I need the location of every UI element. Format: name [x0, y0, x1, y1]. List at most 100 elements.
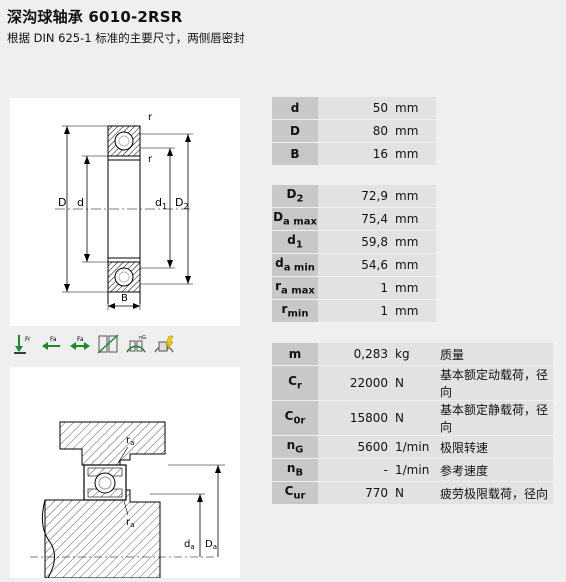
- symbol-subscript: min: [287, 308, 309, 320]
- symbol-text: C: [284, 409, 294, 424]
- symbol-text: D: [290, 124, 300, 138]
- value-cell: 5600: [318, 436, 391, 458]
- symbol-cell: d1: [272, 231, 318, 253]
- label-B: B: [121, 293, 128, 304]
- symbol-cell: D: [272, 120, 318, 142]
- symbol-subscript: 0r: [293, 415, 306, 427]
- property-icons: Fr Fa Fa nG: [12, 332, 176, 356]
- symbol-text: r: [275, 279, 282, 294]
- unit-cell: mm: [391, 231, 436, 253]
- label-ra-top: ra: [126, 435, 134, 447]
- unit-cell: mm: [391, 143, 436, 165]
- value-cell: -: [318, 459, 391, 481]
- value-cell: 54,6: [318, 254, 391, 276]
- symbol-subscript: ur: [293, 490, 306, 502]
- symbol-cell: C0r: [272, 401, 318, 435]
- symbol-cell: D2: [272, 185, 318, 207]
- unit-cell: mm: [391, 97, 436, 119]
- symbol-text: m: [288, 347, 302, 361]
- speed-icon: nG: [126, 335, 146, 353]
- axial-load-left-icon: Fa: [42, 336, 60, 350]
- unit-cell: mm: [391, 300, 436, 322]
- label-d1: d1: [155, 196, 167, 211]
- unit-cell: mm: [391, 185, 436, 207]
- symbol-cell: nB: [272, 459, 318, 481]
- value-cell: 50: [318, 97, 391, 119]
- description-cell: 参考速度: [436, 459, 553, 481]
- unit-cell: mm: [391, 277, 436, 299]
- symbol-cell: B: [272, 143, 318, 165]
- symbol-cell: rmin: [272, 300, 318, 322]
- value-cell: 59,8: [318, 231, 391, 253]
- misalignment-icon: [97, 334, 119, 354]
- unit-cell: mm: [391, 120, 436, 142]
- axial-load-both-icon: Fa: [70, 336, 90, 350]
- value-cell: 15800: [318, 401, 391, 435]
- description-cell: 基本额定静载荷，径向: [436, 401, 553, 435]
- unit-cell: 1/min: [391, 459, 436, 481]
- symbol-subscript: a max: [283, 216, 317, 228]
- symbol-subscript: 1: [295, 239, 303, 251]
- unit-cell: N: [391, 366, 436, 400]
- symbol-cell: d: [272, 97, 318, 119]
- symbol-subscript: B: [295, 467, 304, 479]
- description-cell: 极限转速: [436, 436, 553, 458]
- symbol-text: D: [286, 187, 297, 202]
- description-cell: 质量: [436, 343, 553, 365]
- symbol-subscript: a min: [283, 262, 315, 274]
- label-r-mid: r: [148, 154, 153, 165]
- radial-load-icon: Fr: [14, 335, 31, 354]
- unit-cell: N: [391, 482, 436, 504]
- unit-cell: 1/min: [391, 436, 436, 458]
- value-cell: 22000: [318, 366, 391, 400]
- symbol-text: C: [284, 484, 294, 499]
- page-title: 深沟球轴承 6010-2RSR: [7, 8, 183, 26]
- label-ra-bottom: ra: [126, 517, 134, 529]
- symbol-text: n: [286, 438, 296, 453]
- label-da: da: [184, 539, 195, 551]
- sealed-icon: [154, 335, 174, 353]
- svg-text:nG: nG: [139, 335, 146, 341]
- symbol-subscript: r: [296, 380, 302, 392]
- description-cell: 基本额定动载荷，径向: [436, 366, 553, 400]
- bearing-drawing-panel: r r D d d1 D2 B: [10, 98, 240, 326]
- symbol-text: B: [290, 147, 300, 161]
- description-cell: 疲劳极限载荷，径向: [436, 482, 553, 504]
- bearing-cross-section-drawing: r r D d d1 D2 B: [55, 112, 193, 310]
- symbol-text: C: [288, 374, 297, 389]
- label-d: d: [77, 196, 84, 209]
- symbol-cell: da min: [272, 254, 318, 276]
- value-cell: 80: [318, 120, 391, 142]
- symbol-subscript: a max: [281, 285, 315, 297]
- value-cell: 16: [318, 143, 391, 165]
- value-cell: 1: [318, 277, 391, 299]
- value-cell: 770: [318, 482, 391, 504]
- label-D: D: [58, 196, 66, 209]
- label-Da: Da: [205, 539, 217, 551]
- symbol-cell: ra max: [272, 277, 318, 299]
- svg-text:Fa: Fa: [50, 336, 57, 343]
- value-cell: 0,283: [318, 343, 391, 365]
- label-r-top: r: [148, 112, 153, 123]
- symbol-cell: m: [272, 343, 318, 365]
- svg-text:Fr: Fr: [25, 336, 31, 343]
